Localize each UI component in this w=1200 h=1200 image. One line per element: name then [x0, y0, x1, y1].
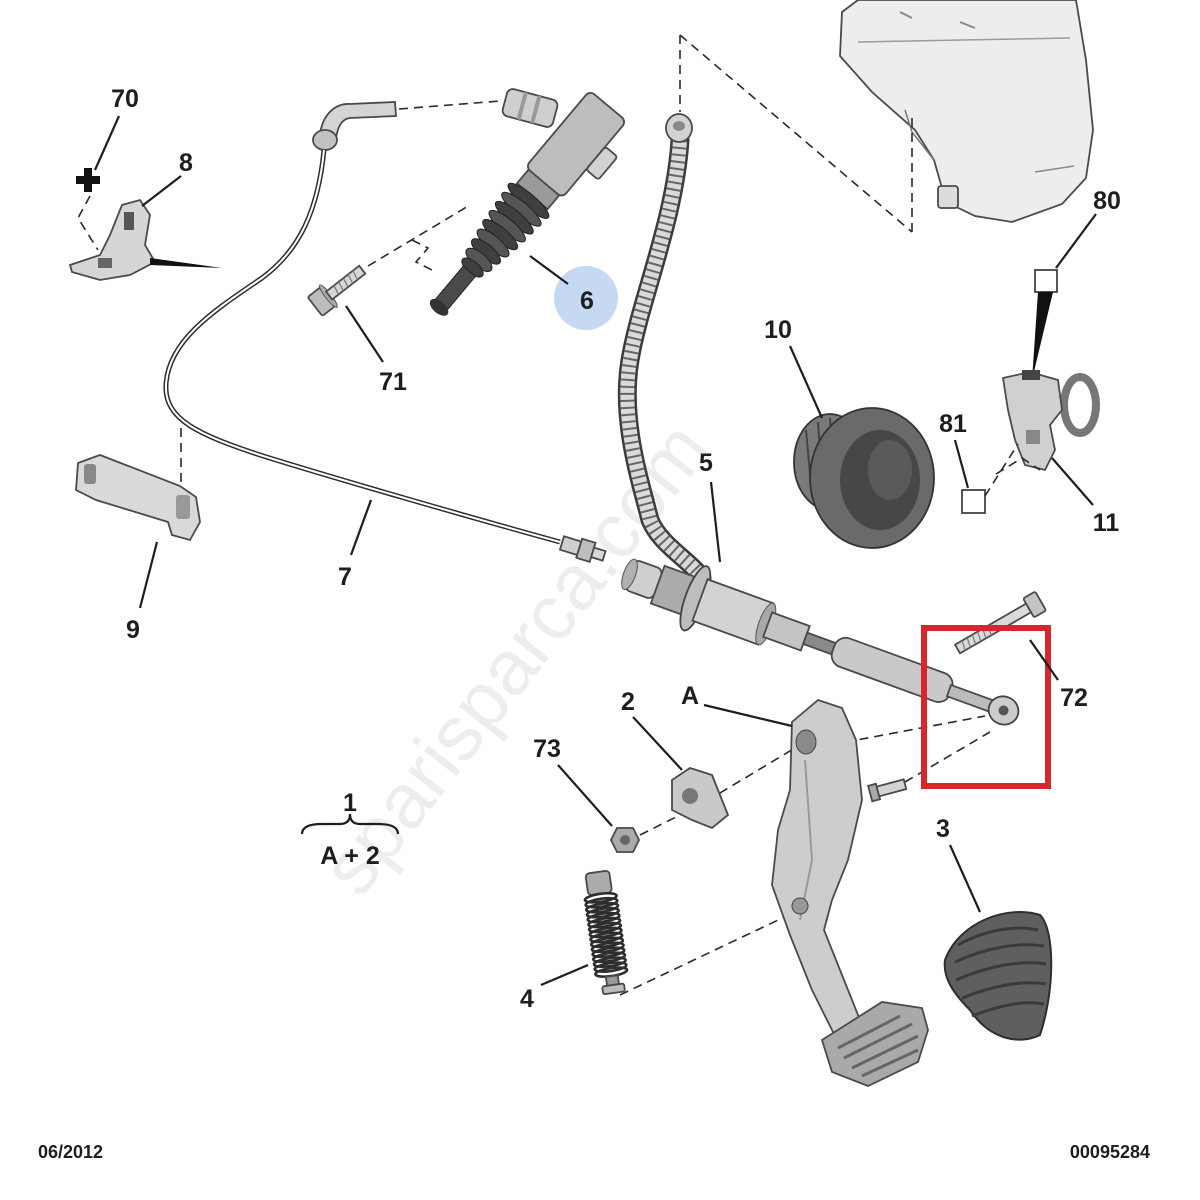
assembly-brace	[300, 813, 400, 835]
leader-72	[1029, 639, 1059, 681]
leader-80	[1055, 213, 1097, 269]
leader-5	[709, 481, 722, 563]
leader-8	[141, 175, 182, 207]
elbow-fitting	[312, 101, 397, 151]
callout-71[interactable]: 71	[379, 368, 407, 396]
callout-3[interactable]: 3	[936, 815, 950, 843]
dashed-link-70	[77, 195, 99, 251]
callout-1[interactable]: 1	[343, 789, 357, 817]
callout-80[interactable]: 80	[1093, 187, 1121, 215]
clutch-pedal	[771, 698, 929, 1087]
leader-9	[138, 541, 159, 609]
square-marker-80	[1032, 269, 1058, 380]
bolt-71	[307, 264, 367, 317]
dashed-link-bolt-71	[367, 204, 471, 267]
diagram-reference: 00095284	[1070, 1142, 1150, 1162]
grommet-10	[793, 407, 935, 549]
dashed-link-pushrod	[829, 715, 986, 746]
fluid-reservoir	[839, 0, 1094, 223]
callout-9[interactable]: 9	[126, 616, 140, 644]
highlight-box	[921, 625, 1051, 789]
leader-6	[529, 255, 569, 285]
leader-4	[540, 963, 589, 987]
callout-4[interactable]: 4	[520, 985, 534, 1013]
callout-5[interactable]: 5	[699, 449, 713, 477]
callout-6[interactable]: 6	[580, 287, 594, 315]
selected-callout-marker	[554, 266, 618, 330]
leader-lines	[93, 115, 1097, 987]
leader-11	[1051, 457, 1094, 506]
dashed-link-slave	[411, 239, 433, 271]
cable-clip-8	[68, 198, 222, 281]
leader-A	[703, 703, 793, 728]
square-marker-81	[961, 489, 986, 514]
pivot-bush-2	[671, 767, 730, 830]
dashed-link-81	[984, 443, 1041, 497]
pedal-pad-3	[943, 911, 1053, 1041]
pedal-sensor-11	[1001, 370, 1100, 472]
leader-10	[788, 345, 824, 419]
dashed-link-reservoir	[679, 34, 913, 233]
clutch-cable-7	[163, 149, 607, 564]
leader-7	[349, 499, 373, 556]
leader-71	[345, 305, 384, 363]
leader-70	[93, 115, 121, 171]
callout-7[interactable]: 7	[338, 563, 352, 591]
leader-81	[953, 439, 970, 489]
bracket-9	[75, 454, 201, 542]
watermark: sparisparca.com	[304, 405, 726, 910]
diagram-date: 06/2012	[38, 1142, 103, 1162]
cross-marker	[76, 168, 100, 192]
callout-2[interactable]: 2	[621, 688, 635, 716]
callout-8[interactable]: 8	[179, 149, 193, 177]
dashed-link-spring	[619, 911, 796, 996]
leader-2	[632, 716, 683, 771]
callout-72[interactable]: 72	[1060, 684, 1088, 712]
leader-3	[948, 844, 982, 913]
clutch-hose	[617, 113, 712, 588]
dashed-link-fitting	[398, 100, 501, 110]
callout-70[interactable]: 70	[111, 85, 139, 113]
hose-connector	[501, 88, 559, 128]
dashed-link-pin	[904, 731, 991, 783]
callout-10[interactable]: 10	[764, 316, 792, 344]
callout-A-plus-2: A + 2	[320, 842, 380, 870]
callout-73[interactable]: 73	[533, 735, 561, 763]
return-spring-4	[583, 870, 629, 996]
leader-73	[557, 764, 613, 827]
callout-11[interactable]: 11	[1093, 509, 1120, 537]
slave-cylinder	[429, 91, 625, 316]
callout-A[interactable]: A	[681, 682, 699, 710]
nut-73	[609, 827, 641, 853]
callout-81[interactable]: 81	[939, 410, 967, 438]
